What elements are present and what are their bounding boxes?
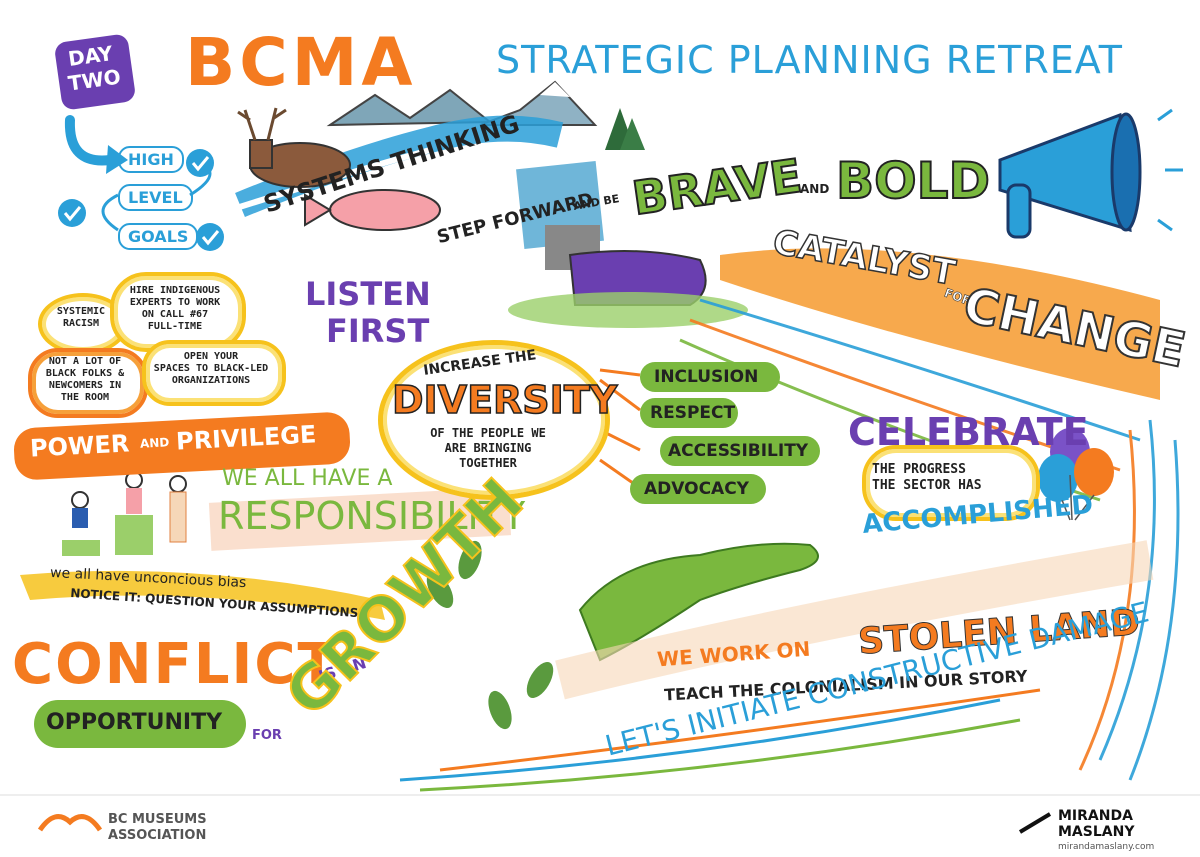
value-label: ADVOCACY	[644, 479, 749, 499]
catalyst-swoosh	[720, 248, 1160, 400]
megaphone-icon	[998, 108, 1183, 239]
org-name-line1: BC MUSEUMS	[108, 812, 207, 827]
arrow-icon	[64, 115, 115, 166]
trees-icon	[605, 108, 645, 150]
value-pill-accessibility: ACCESSIBILITY	[660, 436, 820, 466]
note-black-folks: NOT A LOT OF BLACK FOLKS & NEWCOMERS IN …	[45, 356, 125, 403]
listen-label: LISTEN	[305, 275, 431, 313]
artist-name-line2: MASLANY	[1058, 824, 1135, 840]
shoe-icon	[508, 161, 748, 328]
bcma-logo-icon	[37, 814, 103, 832]
diversity-rest: OF THE PEOPLE WE ARE BRINGING TOGETHER	[430, 426, 546, 470]
bold-word: BOLD	[835, 151, 991, 211]
for-word: FOR	[252, 728, 282, 743]
hand-icon	[578, 542, 819, 662]
org-name-line2: ASSOCIATION	[108, 828, 207, 843]
and-word: AND	[139, 435, 170, 451]
note-bubble	[142, 340, 286, 406]
value-label: RESPECT	[650, 403, 736, 423]
check-icon	[186, 149, 214, 177]
salmon-icon	[304, 189, 441, 231]
value-label: INCLUSION	[654, 367, 759, 387]
day-two-badge	[55, 34, 135, 110]
goal-item: HIGH	[118, 146, 184, 173]
check-icon	[196, 223, 224, 251]
and-word: AND	[800, 182, 830, 196]
artist-name-line1: MIRANDA	[1058, 808, 1133, 824]
opportunity-banner	[34, 700, 246, 748]
value-pill-inclusion: INCLUSION	[640, 362, 780, 392]
power-word: POWER	[29, 429, 131, 463]
conflict-word: CONFLICT	[12, 632, 338, 697]
celebrate-rest: THE PROGRESS THE SECTOR HAS	[872, 462, 982, 493]
diversity-word: DIVERSITY	[391, 377, 618, 423]
value-pill-advocacy: ADVOCACY	[630, 474, 766, 504]
goal-item: GOALS	[118, 223, 199, 250]
people-equity-icon	[62, 471, 187, 556]
value-label: ACCESSIBILITY	[668, 441, 809, 461]
balloons-icon	[1038, 428, 1114, 521]
value-pill-respect: RESPECT	[640, 398, 738, 428]
mountains-icon	[326, 80, 598, 127]
check-icon	[58, 199, 86, 227]
celebrate-word: CELEBRATE	[848, 410, 1089, 454]
responsibility-line2: RESPONSIBILITY	[218, 494, 526, 538]
opportunity-word: OPPORTUNITY	[46, 710, 223, 735]
page-title: BCMA	[185, 24, 417, 101]
note-systemic-racism: SYSTEMIC RACISM	[56, 306, 106, 329]
artist-url: mirandamaslany.com	[1058, 842, 1155, 852]
goal-item: LEVEL	[118, 184, 193, 211]
arrow-head-icon	[106, 145, 128, 174]
celebrate-bubble	[862, 445, 1040, 521]
diversity-bubble	[378, 340, 610, 500]
note-open-spaces: OPEN YOUR SPACES TO BLACK-LED ORGANIZATI…	[153, 351, 269, 386]
leaves-icon	[426, 540, 554, 730]
pencil-logo-icon	[1018, 812, 1052, 834]
responsibility-line1: WE ALL HAVE A	[222, 466, 393, 491]
page-subtitle: STRATEGIC PLANNING RETREAT	[496, 38, 1123, 82]
first-label: FIRST	[326, 312, 430, 350]
note-hire-indigenous: HIRE INDIGENOUS EXPERTS TO WORK ON CALL …	[129, 285, 221, 332]
caribou-icon	[237, 107, 351, 188]
